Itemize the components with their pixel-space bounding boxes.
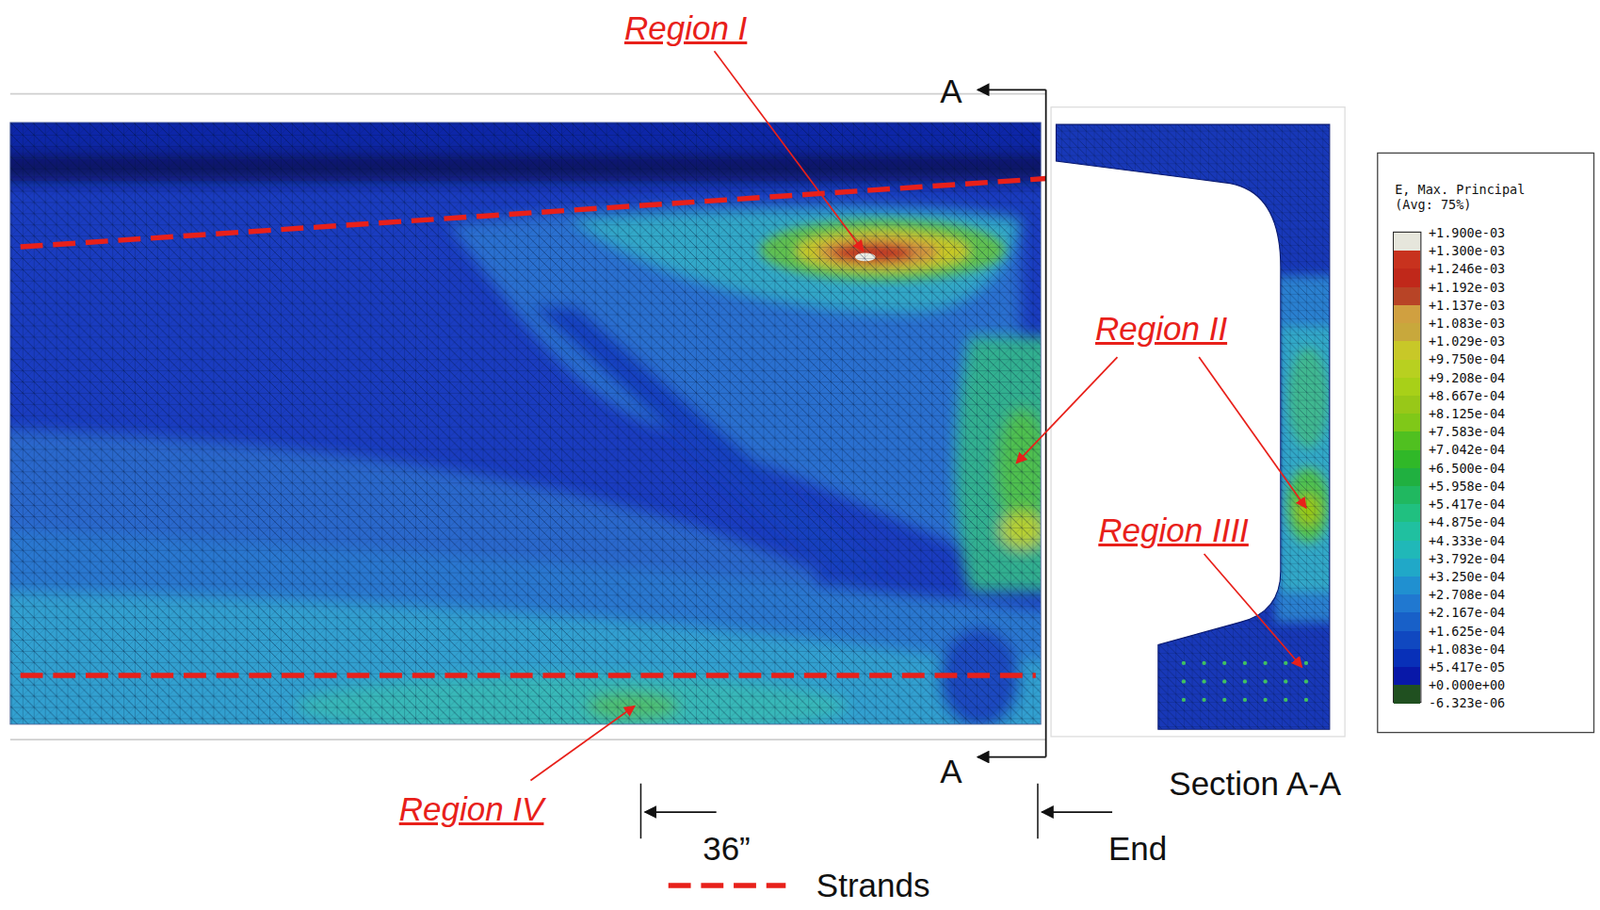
legend-swatch <box>1393 377 1421 397</box>
legend-swatch <box>1393 684 1421 704</box>
legend-value: +9.750e-04 <box>1428 352 1505 366</box>
legend-value: +5.417e-04 <box>1428 497 1505 511</box>
legend-value: +8.125e-04 <box>1428 406 1505 421</box>
legend-swatch <box>1393 450 1421 469</box>
legend-value: +1.137e-03 <box>1428 298 1505 312</box>
legend-swatch <box>1393 540 1421 560</box>
legend-value: +3.250e-04 <box>1428 569 1505 583</box>
legend-value: +1.029e-03 <box>1428 334 1505 348</box>
legend-value: +1.083e-04 <box>1428 642 1505 656</box>
legend-swatch <box>1393 648 1421 668</box>
end-label: End <box>1108 831 1167 867</box>
legend-value: -6.323e-06 <box>1428 695 1505 710</box>
legend-value: +1.625e-04 <box>1428 624 1505 638</box>
legend-value: +5.958e-04 <box>1428 479 1505 493</box>
legend-value: +1.900e-03 <box>1428 226 1505 240</box>
legend-swatch <box>1393 323 1421 342</box>
legend-value: +1.300e-03 <box>1428 243 1505 258</box>
legend-value: +1.246e-03 <box>1428 261 1505 275</box>
legend-swatch <box>1393 232 1421 252</box>
section-title: Section A-A <box>1168 766 1342 802</box>
section-mark: A <box>939 74 962 110</box>
legend-swatch <box>1393 558 1421 578</box>
legend-value: +9.208e-04 <box>1428 371 1505 385</box>
legend-swatch <box>1393 576 1421 596</box>
region-label: Region IV <box>399 791 545 827</box>
legend-value: +4.333e-04 <box>1428 533 1505 548</box>
legend-value: +4.875e-04 <box>1428 515 1505 529</box>
legend-swatch <box>1393 268 1421 288</box>
legend-value: +1.192e-03 <box>1428 280 1505 294</box>
legend-value: +8.667e-04 <box>1428 388 1505 403</box>
legend-value: +7.583e-04 <box>1428 424 1505 438</box>
legend-swatch <box>1393 413 1421 433</box>
legend-value: +0.000e+00 <box>1428 678 1505 692</box>
legend-label: Strands <box>816 868 931 904</box>
legend-swatch <box>1393 305 1421 324</box>
legend-value: +6.500e-04 <box>1428 461 1505 475</box>
legend-swatch <box>1393 630 1421 650</box>
legend-value: +2.708e-04 <box>1428 587 1505 601</box>
section-mark: A <box>939 754 962 790</box>
legend-swatch <box>1393 468 1421 487</box>
legend-swatch <box>1393 594 1421 614</box>
legend-swatch <box>1393 503 1421 523</box>
region-label: Region II <box>1095 311 1228 347</box>
legend-swatch <box>1393 485 1421 505</box>
legend-value: +3.792e-04 <box>1428 551 1505 566</box>
region-label: Region I <box>624 11 747 47</box>
legend-value: +2.167e-04 <box>1428 605 1505 619</box>
legend-title: E, Max. Principal <box>1394 182 1525 196</box>
legend-value: +7.042e-04 <box>1428 442 1505 456</box>
dimension-label: 36” <box>702 831 751 867</box>
legend-swatch <box>1393 612 1421 631</box>
legend-subtitle: (Avg: 75%) <box>1394 197 1471 211</box>
legend-swatch <box>1393 250 1421 270</box>
legend-swatch <box>1393 666 1421 686</box>
legend-swatch <box>1393 521 1421 541</box>
legend-swatch <box>1393 431 1421 451</box>
legend-value: +5.417e-05 <box>1428 660 1505 674</box>
legend-swatch <box>1393 287 1421 307</box>
region-label: Region IIII <box>1098 513 1249 549</box>
legend-value: +1.083e-03 <box>1428 316 1505 330</box>
legend-swatch <box>1393 395 1421 415</box>
legend-swatch <box>1393 340 1421 360</box>
legend-swatch <box>1393 359 1421 379</box>
